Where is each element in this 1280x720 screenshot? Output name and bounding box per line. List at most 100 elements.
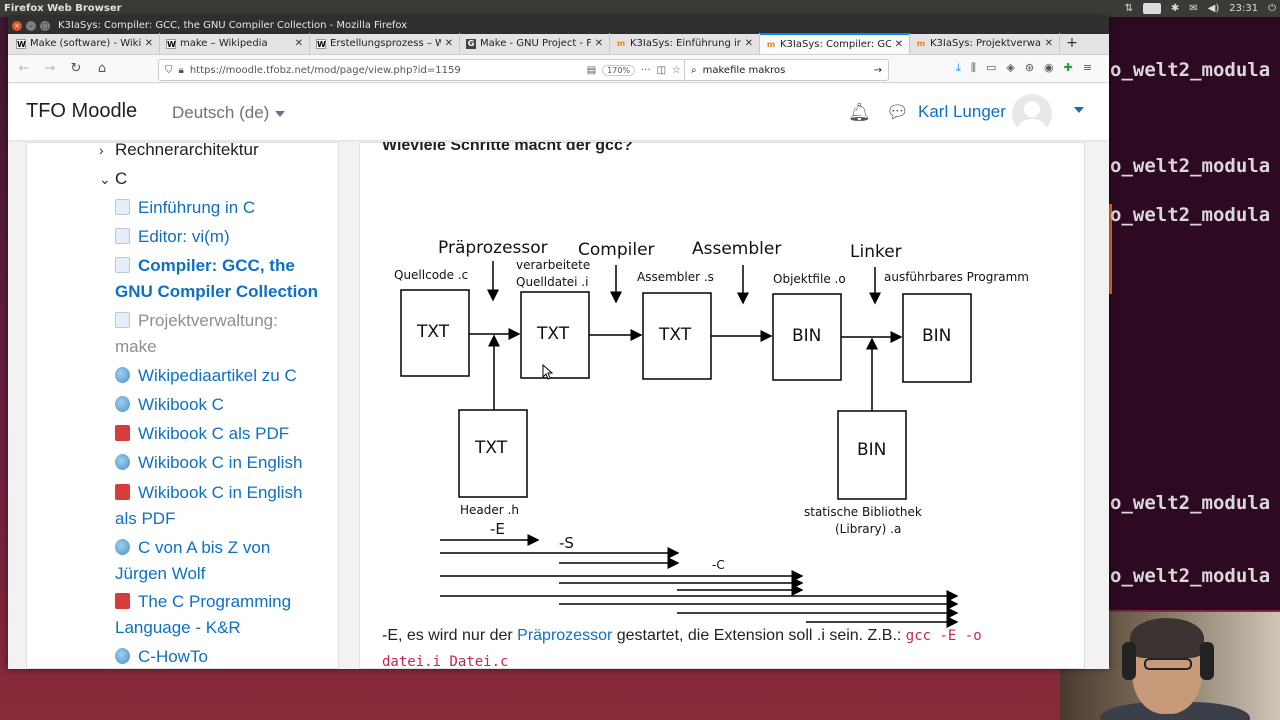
terminal-window[interactable]: o_welt2_modula o_welt2_modula o_welt2_mo… [1108,17,1280,610]
code-snippet: gcc -E -o [905,628,982,644]
language-menu[interactable]: Deutsch (de) [172,103,286,123]
browser-tab[interactable]: W make – Wikipedia ✕ [160,33,310,54]
nav-item-kr-line2[interactable]: Language - K&R [115,618,241,637]
shield-icon[interactable]: ⛉ [165,64,173,76]
tab-close-icon[interactable]: ✕ [594,38,603,49]
window-titlebar[interactable]: × – □ K3IaSys: Compiler: GCC, the GNU Co… [8,17,1109,34]
pocket-icon[interactable]: ◫ [656,64,667,76]
user-menu-caret-icon[interactable] [1074,107,1084,113]
url-text[interactable]: https://moodle.tfobz.net/mod/page/view.p… [189,64,461,76]
nav-item-einfuehrung[interactable]: Einführung in C [115,195,255,221]
library-icon[interactable]: ⫼ [970,61,976,74]
tab-close-icon[interactable]: ✕ [1044,38,1053,49]
nav-item-kr[interactable]: The C Programming [115,589,291,615]
browser-tab[interactable]: G Make - GNU Project - Fr ✕ [460,33,610,54]
nav-item-c-howto[interactable]: C-HowTo [115,644,208,668]
preprocessor-link[interactable]: Präprozessor [517,627,613,644]
box-bin-executable: BIN [922,326,951,346]
file-label-header: Header .h [460,503,519,517]
option-label-s: -S [559,534,574,552]
site-brand[interactable]: TFO Moodle [26,100,138,122]
tab-close-icon[interactable]: ✕ [744,38,753,49]
zoom-level-button[interactable]: 170% [602,64,636,76]
nav-item-projektverwaltung[interactable]: Projektverwaltung: [115,308,278,334]
reload-icon[interactable]: ↻ [70,60,82,76]
moodle-favicon-icon: m [616,38,626,48]
browser-tab[interactable]: m K3IaSys: Projektverwalt ✕ [910,33,1060,54]
nav-item-label: Editor: vi(m) [138,227,230,246]
caret-down-icon [275,110,286,117]
tab-close-icon[interactable]: ✕ [894,39,903,50]
back-icon[interactable]: ← [18,60,30,76]
stage-label-compiler: Compiler [578,240,655,260]
tab-close-icon[interactable]: ✕ [444,38,453,49]
home-icon[interactable]: ⌂ [97,60,107,76]
nav-item-compiler-current[interactable]: Compiler: GCC, the [115,253,295,279]
firefox-window[interactable]: × – □ K3IaSys: Compiler: GCC, the GNU Co… [8,17,1109,669]
nav-item-c-von-a-bis-z[interactable]: C von A bis Z von [115,535,270,561]
nav-item-compiler-line2[interactable]: GNU Compiler Collection [115,282,319,301]
terminal-scrollbar[interactable] [1108,204,1112,294]
window-maximize-button[interactable]: □ [40,20,50,31]
browser-tab-active[interactable]: m K3IaSys: Compiler: GCC, ✕ [760,33,910,54]
system-tray[interactable]: ⇅ De ✱ ✉ ◀) 23:31 ⏻ [1125,3,1276,14]
forward-icon[interactable]: → [44,60,56,76]
browser-tab[interactable]: W Make (software) - Wikip ✕ [10,33,160,54]
volume-icon[interactable]: ◀) [1207,3,1220,14]
sync-icon[interactable]: ⊛ [1024,61,1035,74]
nav-item-wikibook-english-pdf-line2[interactable]: als PDF [115,509,176,528]
avatar[interactable] [1012,94,1052,134]
nav-item-wikibook-english[interactable]: Wikibook C in English [115,450,302,476]
browser-tab[interactable]: W Erstellungsprozess – Wi ✕ [310,33,460,54]
nav-item-label: Einführung in C [138,198,256,217]
reader-view-icon[interactable]: ▤ [586,64,597,76]
tab-close-icon[interactable]: ✕ [144,38,153,49]
page-icon [115,257,130,273]
hamburger-menu-icon[interactable]: ≡ [1082,61,1093,74]
network-icon[interactable]: ⇅ [1124,3,1134,14]
tab-close-icon[interactable]: ✕ [294,38,303,49]
notification-bell-icon[interactable]: 🔔︎ [848,102,871,123]
bookmark-star-icon[interactable]: ☆ [672,64,681,76]
addons-icon[interactable]: ✚ [1063,61,1073,74]
box-bin-object: BIN [792,326,821,346]
file-label-static-lib: statische Bibliothek [804,505,922,519]
bluetooth-icon[interactable]: ✱ [1170,3,1180,14]
window-minimize-button[interactable]: – [26,20,36,31]
search-go-icon[interactable]: → [873,64,882,76]
nav-item-projektverwaltung-line2[interactable]: make [115,337,157,356]
url-bar[interactable]: ⛉ 🔒︎ https://moodle.tfobz.net/mod/page/v… [158,59,688,81]
tab-label: Erstellungsprozess – Wi [330,38,441,49]
new-tab-button[interactable]: + [1066,35,1078,51]
nav-item-label: Wikibook C in English [138,453,303,472]
nav-item-wikipediaartikel[interactable]: Wikipediaartikel zu C [115,363,297,389]
download-icon[interactable]: ⤓ [956,61,961,74]
globe-icon [115,454,130,470]
wikipedia-favicon-icon: W [316,38,326,49]
search-bar[interactable]: ⌕ makefile makros → [684,59,889,81]
browser-tab[interactable]: m K3IaSys: Einführung in C ✕ [610,33,760,54]
mail-icon[interactable]: ✉ [1189,3,1198,14]
window-close-button[interactable]: × [12,20,22,31]
messages-icon[interactable]: 💬︎ [886,102,909,123]
lock-icon[interactable]: 🔒︎ [178,64,184,76]
tab-strip[interactable]: W Make (software) - Wikip ✕ W make – Wik… [8,33,1109,55]
nav-item-c[interactable]: ⌄C [99,166,127,192]
search-input[interactable]: makefile makros [702,64,786,76]
nav-item-wikibook-c[interactable]: Wikibook C [115,392,224,418]
power-icon[interactable]: ⏻ [1268,3,1276,14]
moodle-header: TFO Moodle Deutsch (de) 🔔︎ 💬︎ Karl Lunge… [8,84,1109,141]
nav-item-c-von-a-bis-z-line2[interactable]: Jürgen Wolf [115,564,206,583]
nav-item-wikibook-pdf[interactable]: Wikibook C als PDF [115,421,289,447]
nav-item-editor[interactable]: Editor: vi(m) [115,224,230,250]
user-name[interactable]: Karl Lunger [918,102,1006,121]
nav-item-rechnerarchitektur[interactable]: ›Rechnerarchitektur [99,143,259,163]
keyboard-layout-indicator[interactable]: De [1143,3,1161,14]
nav-item-wikibook-english-pdf[interactable]: Wikibook C in English [115,480,302,506]
page-actions-icon[interactable]: ··· [641,64,651,76]
sidebar-icon[interactable]: ▭ [985,61,997,74]
language-label: Deutsch (de) [172,103,270,122]
extension-icon[interactable]: ◈ [1006,61,1015,74]
account-icon[interactable]: ◉ [1044,61,1054,74]
clock[interactable]: 23:31 [1229,3,1259,14]
